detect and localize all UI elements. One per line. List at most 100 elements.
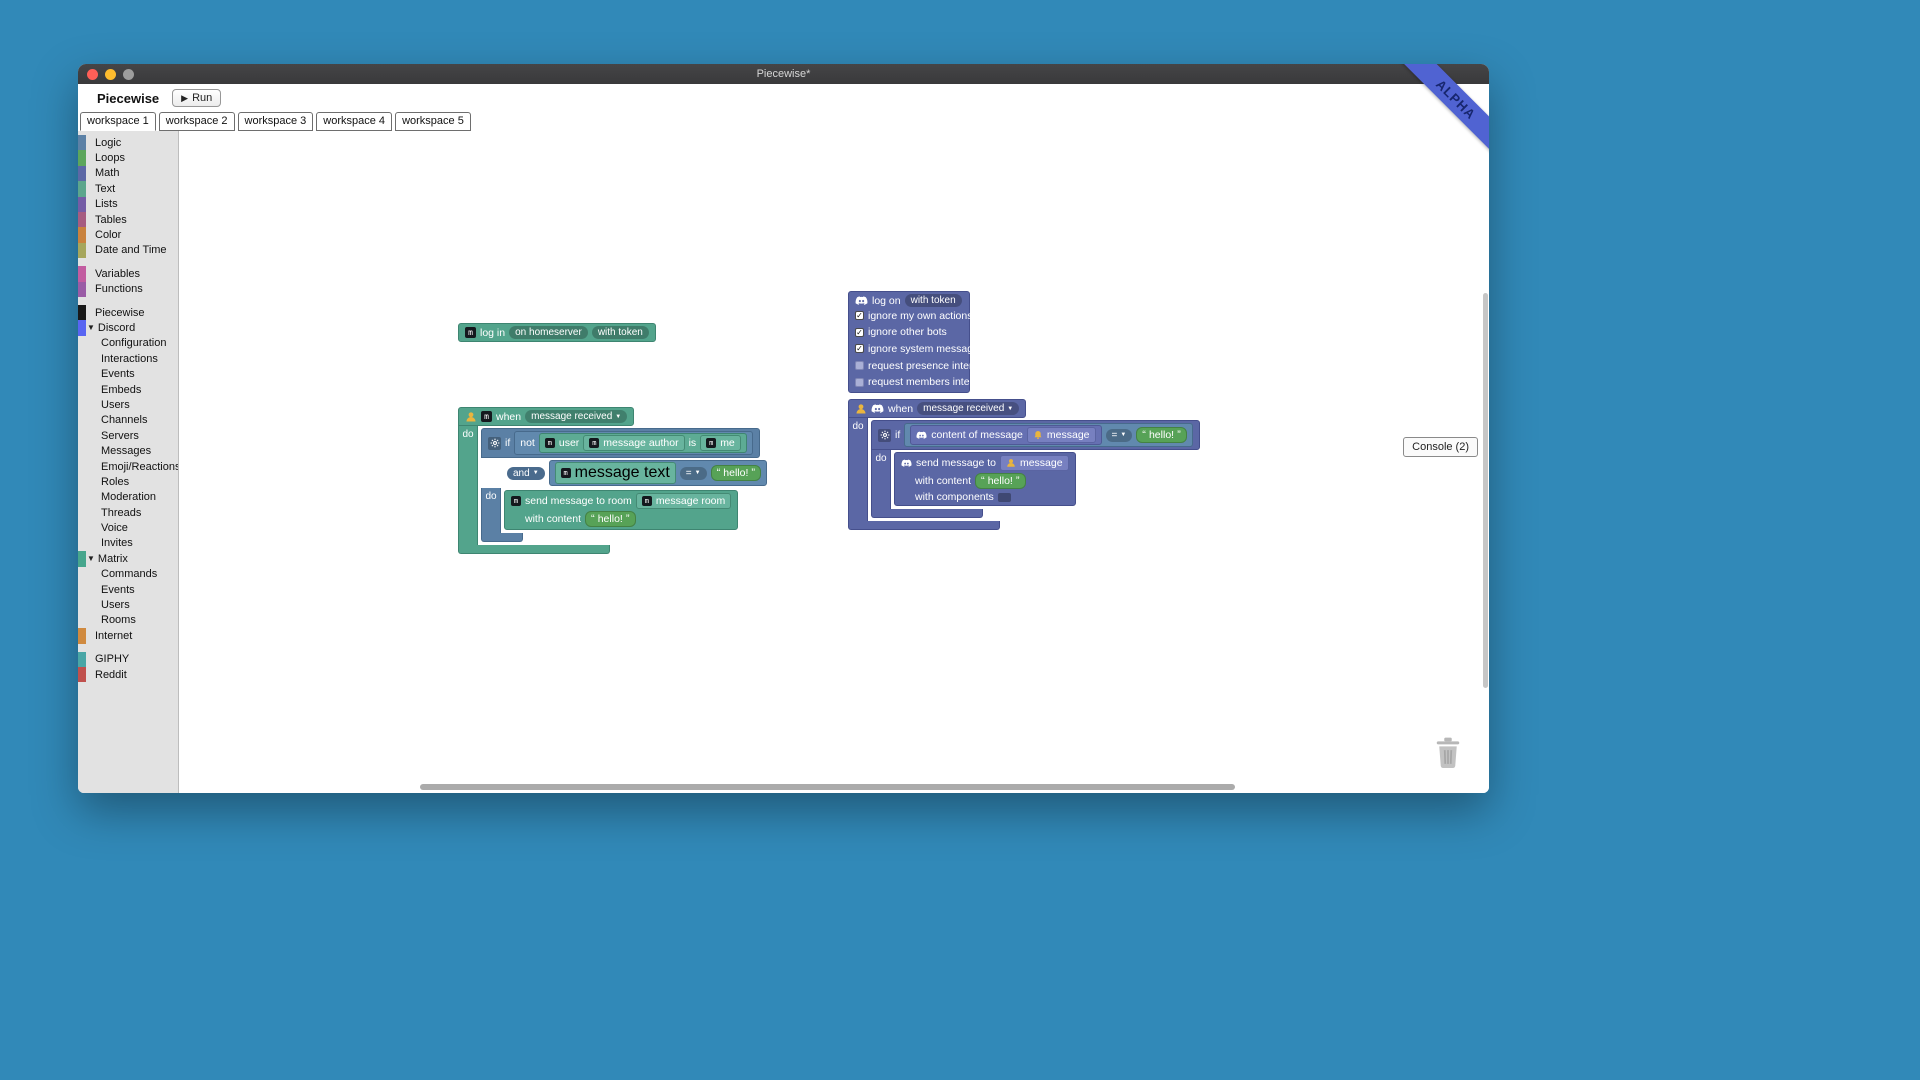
- sidebar-item-discord-events[interactable]: Events: [78, 366, 178, 381]
- option-row[interactable]: ✓ignore other bots: [855, 325, 963, 341]
- sidebar-item-discord-users[interactable]: Users: [78, 397, 178, 412]
- matrix-login-block[interactable]: m log in on homeserver with token: [458, 323, 656, 342]
- homeserver-field[interactable]: on homeserver: [509, 326, 588, 339]
- tab-workspace-4[interactable]: workspace 4: [316, 112, 393, 131]
- sidebar-item-lists[interactable]: Lists: [78, 196, 178, 212]
- string-block[interactable]: “hello!”: [975, 473, 1026, 489]
- sidebar-item-color[interactable]: Color: [78, 227, 178, 243]
- sidebar-item-embeds[interactable]: Embeds: [78, 382, 178, 397]
- workspace-tabs: workspace 1 workspace 2 workspace 3 work…: [78, 112, 1489, 131]
- event-dropdown[interactable]: message received▼: [917, 402, 1020, 415]
- matrix-when-block[interactable]: m when message received▼ do if not: [458, 407, 768, 554]
- discord-login-block[interactable]: log on with token ✓ignore my own actions…: [848, 291, 984, 393]
- workspace-canvas[interactable]: m log in on homeserver with token log on…: [179, 131, 1489, 793]
- sidebar-item-date-and-time[interactable]: Date and Time: [78, 242, 178, 259]
- tab-workspace-3[interactable]: workspace 3: [237, 112, 314, 131]
- sidebar-item-voice[interactable]: Voice: [78, 520, 178, 535]
- horizontal-scrollbar[interactable]: [420, 784, 1235, 790]
- tab-workspace-1[interactable]: workspace 1: [80, 112, 156, 131]
- sidebar-item-loops[interactable]: Loops: [78, 150, 178, 166]
- sidebar-item-messages[interactable]: Messages: [78, 443, 178, 458]
- sidebar-item-label: Users: [101, 398, 130, 411]
- vertical-scrollbar[interactable]: [1483, 293, 1488, 688]
- sidebar-item-label: Functions: [95, 283, 143, 296]
- option-row[interactable]: request members intent: [855, 374, 978, 390]
- option-row[interactable]: ✓ignore my own actions: [855, 308, 972, 324]
- and-dropdown[interactable]: and▼: [507, 466, 545, 480]
- sidebar-item-math[interactable]: Math: [78, 165, 178, 182]
- user-icon: [855, 403, 867, 415]
- sidebar-item-interactions[interactable]: Interactions: [78, 351, 178, 366]
- sidebar-item-text[interactable]: Text: [78, 181, 178, 197]
- zoom-button[interactable]: [123, 68, 134, 80]
- if-block[interactable]: if content of message message =▼ “hello!…: [871, 420, 1200, 518]
- run-button[interactable]: ▶ Run: [172, 89, 222, 107]
- sidebar-item-matrix[interactable]: ▼Matrix: [78, 551, 178, 567]
- sidebar-item-tables[interactable]: Tables: [78, 211, 178, 228]
- trash-icon[interactable]: [1433, 734, 1463, 775]
- sidebar-item-invites[interactable]: Invites: [78, 536, 178, 551]
- console-button[interactable]: Console (2): [1403, 437, 1478, 457]
- event-dropdown[interactable]: message received▼: [525, 410, 628, 423]
- sidebar-item-discord[interactable]: ▼Discord: [78, 320, 178, 336]
- string-block[interactable]: “hello!”: [1136, 427, 1187, 443]
- sidebar-item-matrix-events[interactable]: Events: [78, 582, 178, 597]
- sidebar-item-moderation[interactable]: Moderation: [78, 490, 178, 505]
- string-block[interactable]: “hello!”: [585, 511, 636, 527]
- sidebar-item-giphy[interactable]: GIPHY: [78, 651, 178, 667]
- sidebar-item-servers[interactable]: Servers: [78, 428, 178, 443]
- option-row[interactable]: ✓ignore system messages: [855, 341, 984, 357]
- minimize-button[interactable]: [105, 68, 116, 80]
- checkbox-unchecked[interactable]: [855, 377, 864, 387]
- empty-input-socket[interactable]: [997, 492, 1011, 502]
- sidebar-item-reddit[interactable]: Reddit: [78, 666, 178, 683]
- sidebar-item-functions[interactable]: Functions: [78, 281, 178, 297]
- sidebar-item-piecewise[interactable]: Piecewise: [78, 304, 178, 321]
- sidebar-item-channels[interactable]: Channels: [78, 413, 178, 428]
- sidebar-item-rooms[interactable]: Rooms: [78, 613, 178, 628]
- sidebar-item-configuration[interactable]: Configuration: [78, 336, 178, 351]
- sidebar-item-variables[interactable]: Variables: [78, 266, 178, 282]
- content-of-message-block[interactable]: content of message message: [910, 425, 1102, 445]
- message-param-block[interactable]: message: [999, 455, 1069, 471]
- message-param-block[interactable]: message: [1026, 427, 1096, 443]
- tab-workspace-2[interactable]: workspace 2: [158, 112, 235, 131]
- sidebar-item-logic[interactable]: Logic: [78, 135, 178, 151]
- sidebar-item-threads[interactable]: Threads: [78, 505, 178, 520]
- sidebar-item-emoji-reactions[interactable]: Emoji/Reactions: [78, 459, 178, 474]
- checkbox-unchecked[interactable]: [855, 361, 864, 371]
- discord-when-block[interactable]: when message received▼ do if: [848, 399, 1200, 530]
- gear-icon[interactable]: [878, 428, 891, 442]
- checkbox-checked[interactable]: ✓: [855, 327, 864, 337]
- sidebar-item-commands[interactable]: Commands: [78, 567, 178, 582]
- close-button[interactable]: [87, 68, 98, 80]
- checkbox-checked[interactable]: ✓: [855, 311, 864, 321]
- sidebar-item-matrix-users[interactable]: Users: [78, 597, 178, 612]
- checkbox-checked[interactable]: ✓: [855, 344, 864, 354]
- comparison-dropdown[interactable]: =▼: [1105, 428, 1133, 442]
- discord-when-header[interactable]: when message received▼: [848, 399, 1027, 418]
- token-field[interactable]: with token: [591, 326, 649, 339]
- option-row[interactable]: request presence intent: [855, 358, 978, 374]
- matrix-when-header[interactable]: m when message received▼: [458, 407, 635, 426]
- sidebar-item-label: Rooms: [101, 614, 136, 627]
- send-message-to-block[interactable]: send message to message with content “he…: [894, 452, 1076, 506]
- token-field[interactable]: with token: [904, 294, 962, 307]
- sidebar-item-internet[interactable]: Internet: [78, 628, 178, 644]
- tab-workspace-5[interactable]: workspace 5: [395, 112, 471, 131]
- comparison-dropdown[interactable]: =▼: [679, 466, 707, 480]
- string-block[interactable]: “hello!”: [710, 465, 762, 481]
- gear-icon[interactable]: [488, 436, 501, 450]
- compare-block[interactable]: content of message message =▼ “hello!”: [904, 423, 1193, 447]
- titlebar[interactable]: Piecewise*: [78, 64, 1489, 84]
- sidebar-item-roles[interactable]: Roles: [78, 474, 178, 489]
